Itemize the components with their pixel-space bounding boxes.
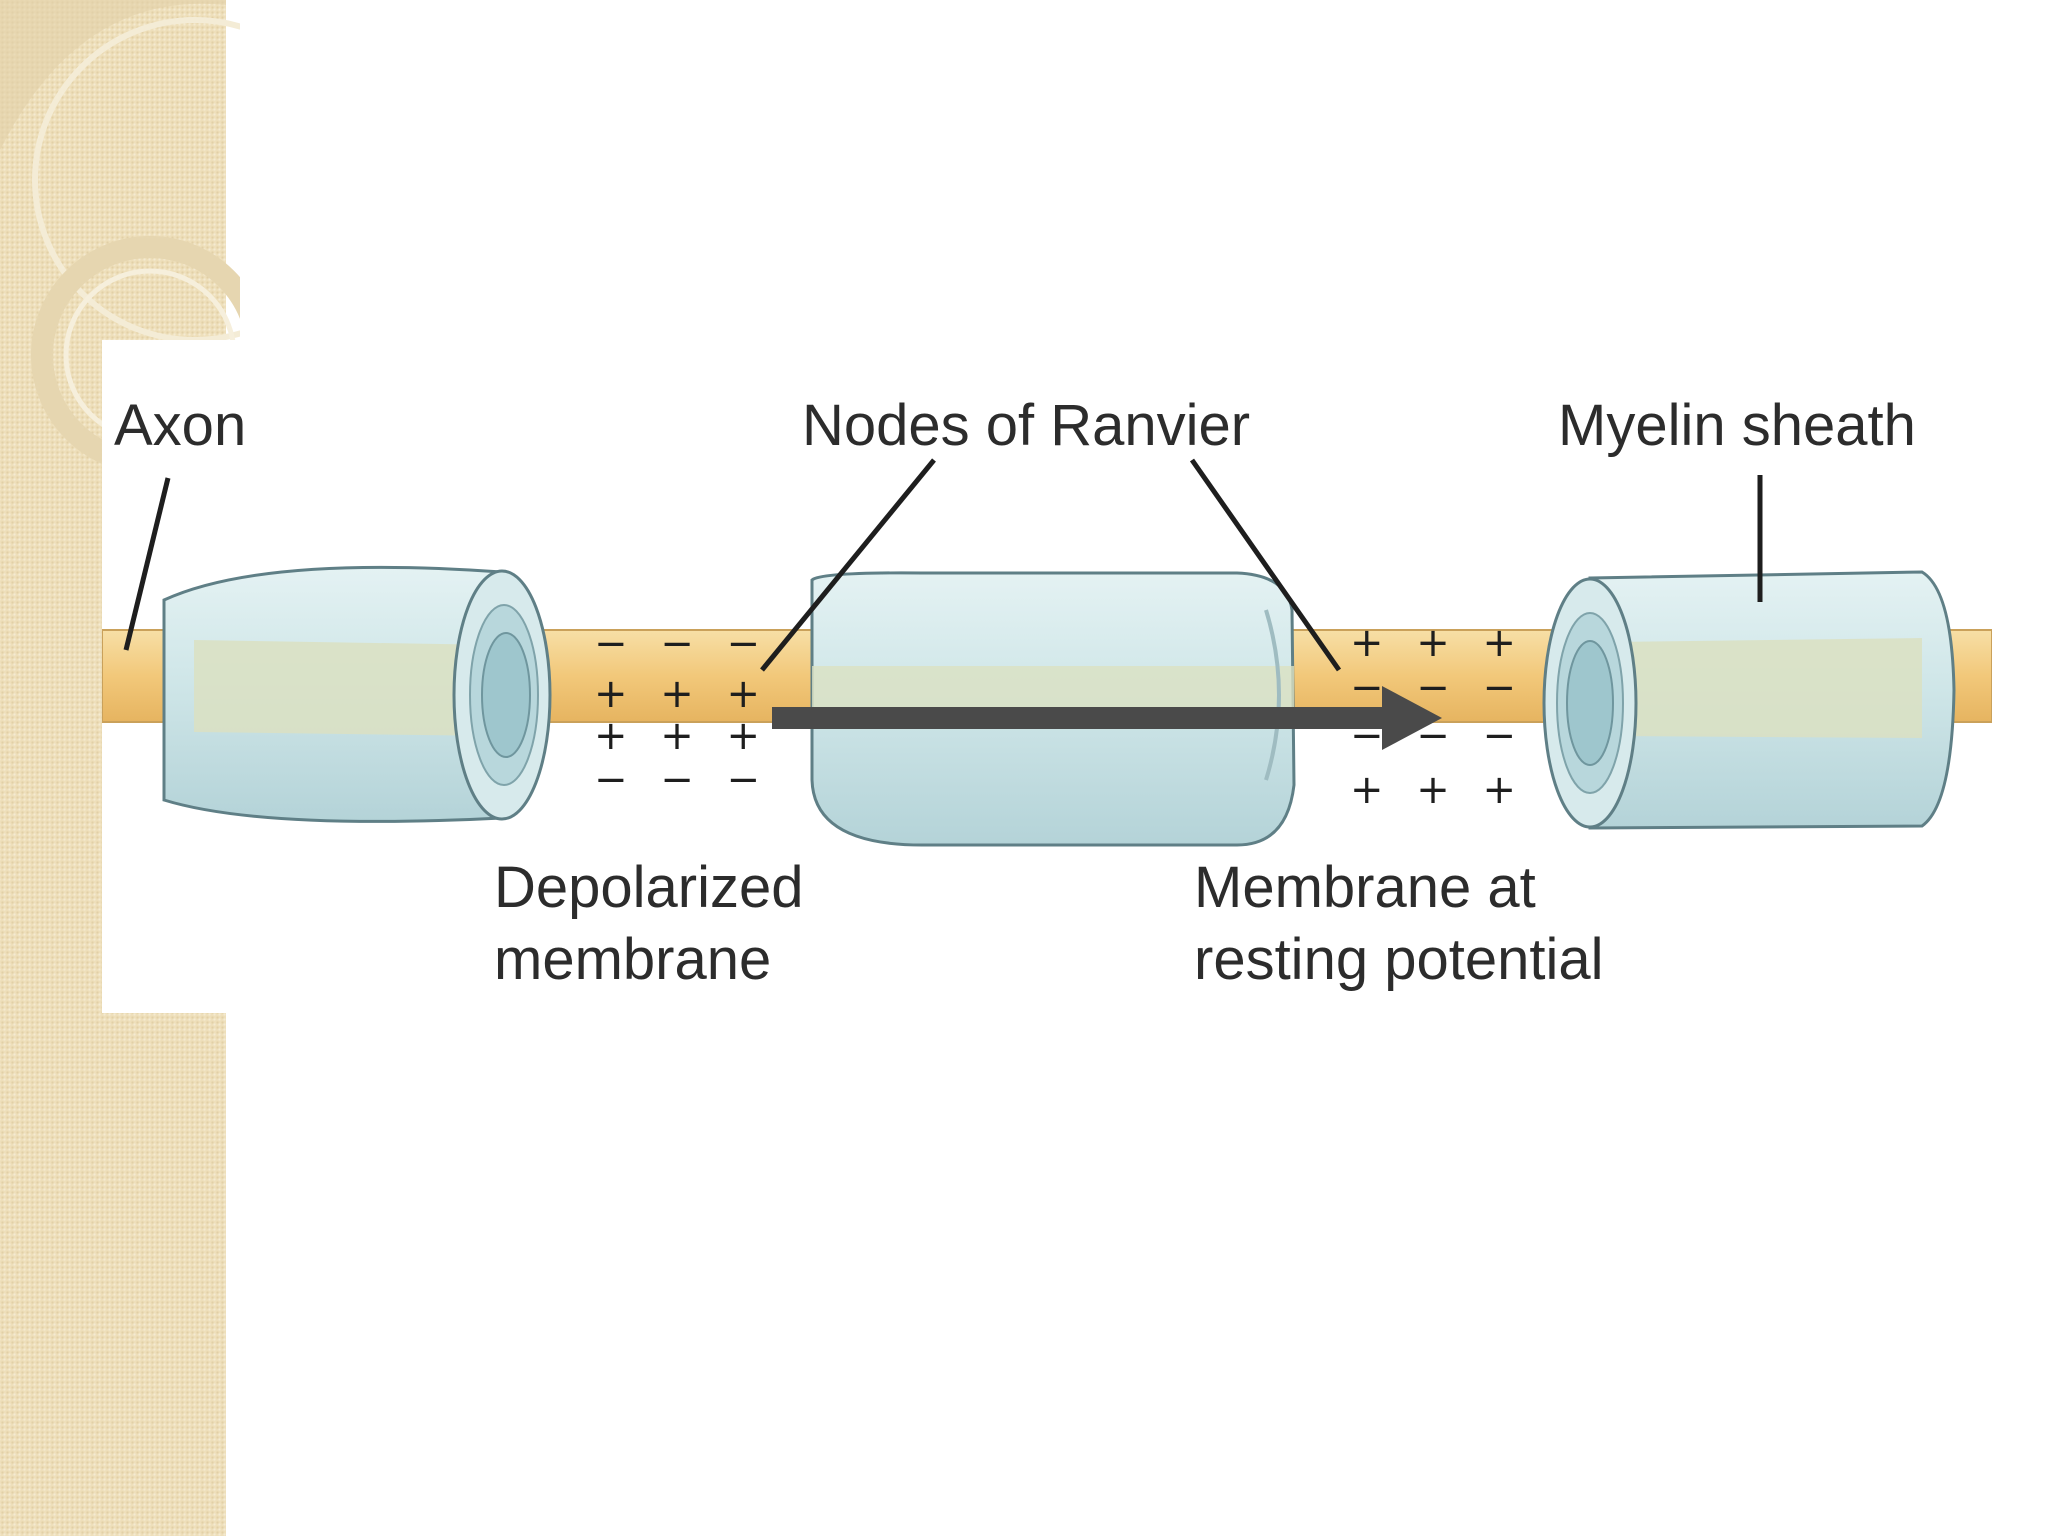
label-depolarized-line-2: membrane: [494, 927, 772, 992]
charge-right-mid-2: − − −: [1350, 713, 1526, 759]
charge-left-mid-2: + + +: [594, 713, 770, 759]
label-axon: Axon: [114, 393, 247, 458]
propagation-arrow: [772, 686, 1442, 750]
label-depolarized-line-1: Depolarized: [494, 855, 804, 920]
myelin-sheath-3: [1542, 570, 1956, 830]
charge-right-mid-1: − − −: [1350, 665, 1526, 711]
myelin-sheath-1: [162, 565, 552, 823]
charge-left-mid-1: + + +: [594, 671, 770, 717]
label-resting-line-2: resting potential: [1194, 927, 1604, 992]
label-myelin-sheath: Myelin sheath: [1558, 393, 1916, 458]
label-resting-line-1: Membrane at: [1194, 855, 1536, 920]
node-leader-line-right: [1189, 458, 1342, 672]
label-nodes-of-ranvier: Nodes of Ranvier: [802, 393, 1251, 458]
charge-left-bottom: − − −: [594, 757, 770, 803]
charge-left-top: − − −: [594, 621, 770, 667]
myelinated-axon-diagram: [102, 458, 1992, 847]
axon-leader-line: [123, 477, 171, 651]
diagram-panel: Axon Nodes of Ranvier Myelin sheath Depo…: [102, 340, 1992, 1013]
node-leader-line-left: [760, 458, 936, 672]
charge-right-top: + + +: [1350, 620, 1526, 666]
charge-right-bottom: + + +: [1350, 767, 1526, 813]
